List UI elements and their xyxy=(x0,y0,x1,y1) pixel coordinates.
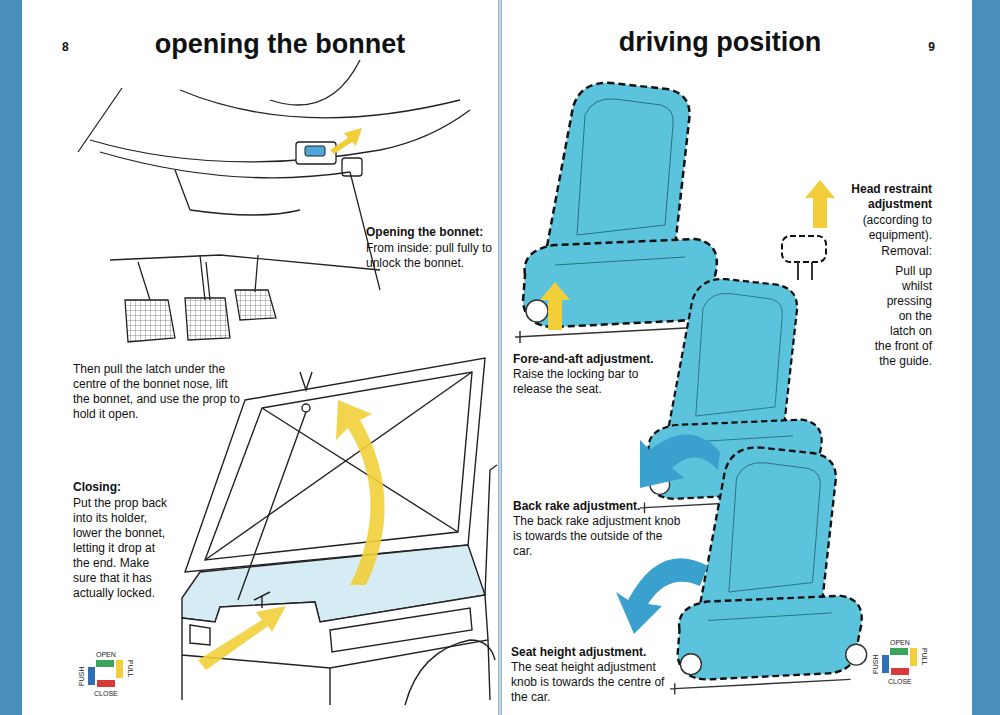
legend-swatch xyxy=(890,648,908,655)
legend-swatch xyxy=(891,668,909,675)
note-text: The back rake adjustment knob is towards… xyxy=(513,514,683,559)
note-text: Then pull the latch under the centre of … xyxy=(73,362,241,422)
note-heading: Fore-and-aft adjustment. xyxy=(513,352,683,367)
legend-text: OPEN xyxy=(890,639,910,646)
legend-swatch xyxy=(882,655,889,673)
note-text: The seat height adjustment knob is towar… xyxy=(511,660,681,705)
legend-swatch xyxy=(910,648,917,666)
legend-text: PULL xyxy=(127,660,134,678)
page-number: 9 xyxy=(905,40,935,55)
legend-text: PUSH xyxy=(78,667,85,686)
note-text: Pull up whilst pressing on the latch on … xyxy=(872,264,932,369)
legend-text: OPEN xyxy=(96,651,116,658)
note-text: Put the prop back into its holder, lower… xyxy=(73,496,173,601)
note-text: Raise the locking bar to release the sea… xyxy=(513,367,663,397)
note-heading: Opening the bonnet: xyxy=(366,225,498,240)
legend-swatch xyxy=(116,660,123,678)
legend-swatch xyxy=(88,667,95,685)
legend-text: PUSH xyxy=(872,655,879,674)
note-heading: Head restraint adjustment xyxy=(838,182,932,212)
note-heading: Seat height adjustment. xyxy=(511,645,681,660)
legend-swatch xyxy=(96,660,114,667)
page-title: driving position xyxy=(560,26,880,60)
note-text: From inside: pull fully to unlock the bo… xyxy=(366,241,498,271)
page-title: opening the bonnet xyxy=(100,28,460,62)
legend-text: CLOSE xyxy=(94,690,118,697)
note-heading: Closing: xyxy=(73,480,173,495)
note-heading: Back rake adjustment. xyxy=(513,499,683,514)
legend-text: PULL xyxy=(921,648,928,666)
page-number: 8 xyxy=(62,40,92,55)
legend-text: CLOSE xyxy=(888,678,912,685)
legend-swatch xyxy=(97,680,115,687)
note-text: Removal: xyxy=(838,244,932,259)
note-text: (according to equipment). xyxy=(838,213,932,243)
